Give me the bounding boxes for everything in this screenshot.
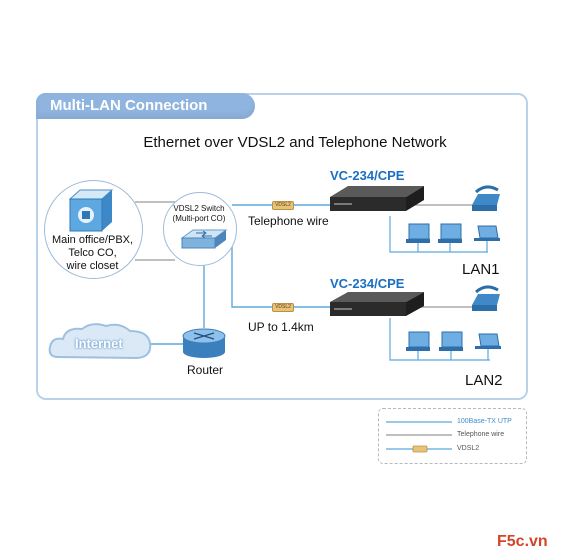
vdsl2-switch-label: VDSL2 Switch (Multi-port CO) <box>172 204 226 223</box>
lan1-label: LAN1 <box>462 261 500 278</box>
vdsl2-tag-bottom: VDSL2 <box>272 303 294 312</box>
lan2-pc-2-icon <box>439 331 463 351</box>
lan2-pc-1-icon <box>406 331 430 351</box>
lan2-laptop-icon <box>475 333 501 349</box>
lan2-uplink <box>389 318 490 361</box>
diagram-subtitle: Ethernet over VDSL2 and Telephone Networ… <box>143 134 447 151</box>
legend-phone-label: Telephone wire <box>457 431 505 438</box>
lan2-label: LAN2 <box>465 372 503 389</box>
cpe-top-model: VC-234/CPE <box>330 168 405 183</box>
router-label: Router <box>187 363 224 377</box>
vdsl2-switch-node <box>163 192 237 266</box>
legend <box>378 408 527 464</box>
telephone-wire-label: Telephone wire <box>248 214 329 228</box>
lan1-pc-2-icon <box>438 223 462 243</box>
legend-utp-label: 100Base-TX UTP <box>457 418 512 425</box>
main-office-label: Main office/PBX, Telco CO, wire closet <box>51 234 134 272</box>
internet-label: Internet <box>75 336 123 351</box>
panel-title: Multi-LAN Connection <box>36 93 255 119</box>
vdsl2-link-bottom <box>231 240 330 308</box>
cpe-bottom-model: VC-234/CPE <box>330 276 405 291</box>
watermark: F5c.vn <box>497 533 548 550</box>
lan1-pc-1-icon <box>406 223 430 243</box>
lan1-uplink <box>389 216 488 253</box>
vdsl2-tag-top: VDSL2 <box>272 201 294 210</box>
legend-vdsl-label: VDSL2 <box>457 445 480 452</box>
lan1-laptop-icon <box>474 225 500 241</box>
distance-label: UP to 1.4km <box>248 320 314 334</box>
